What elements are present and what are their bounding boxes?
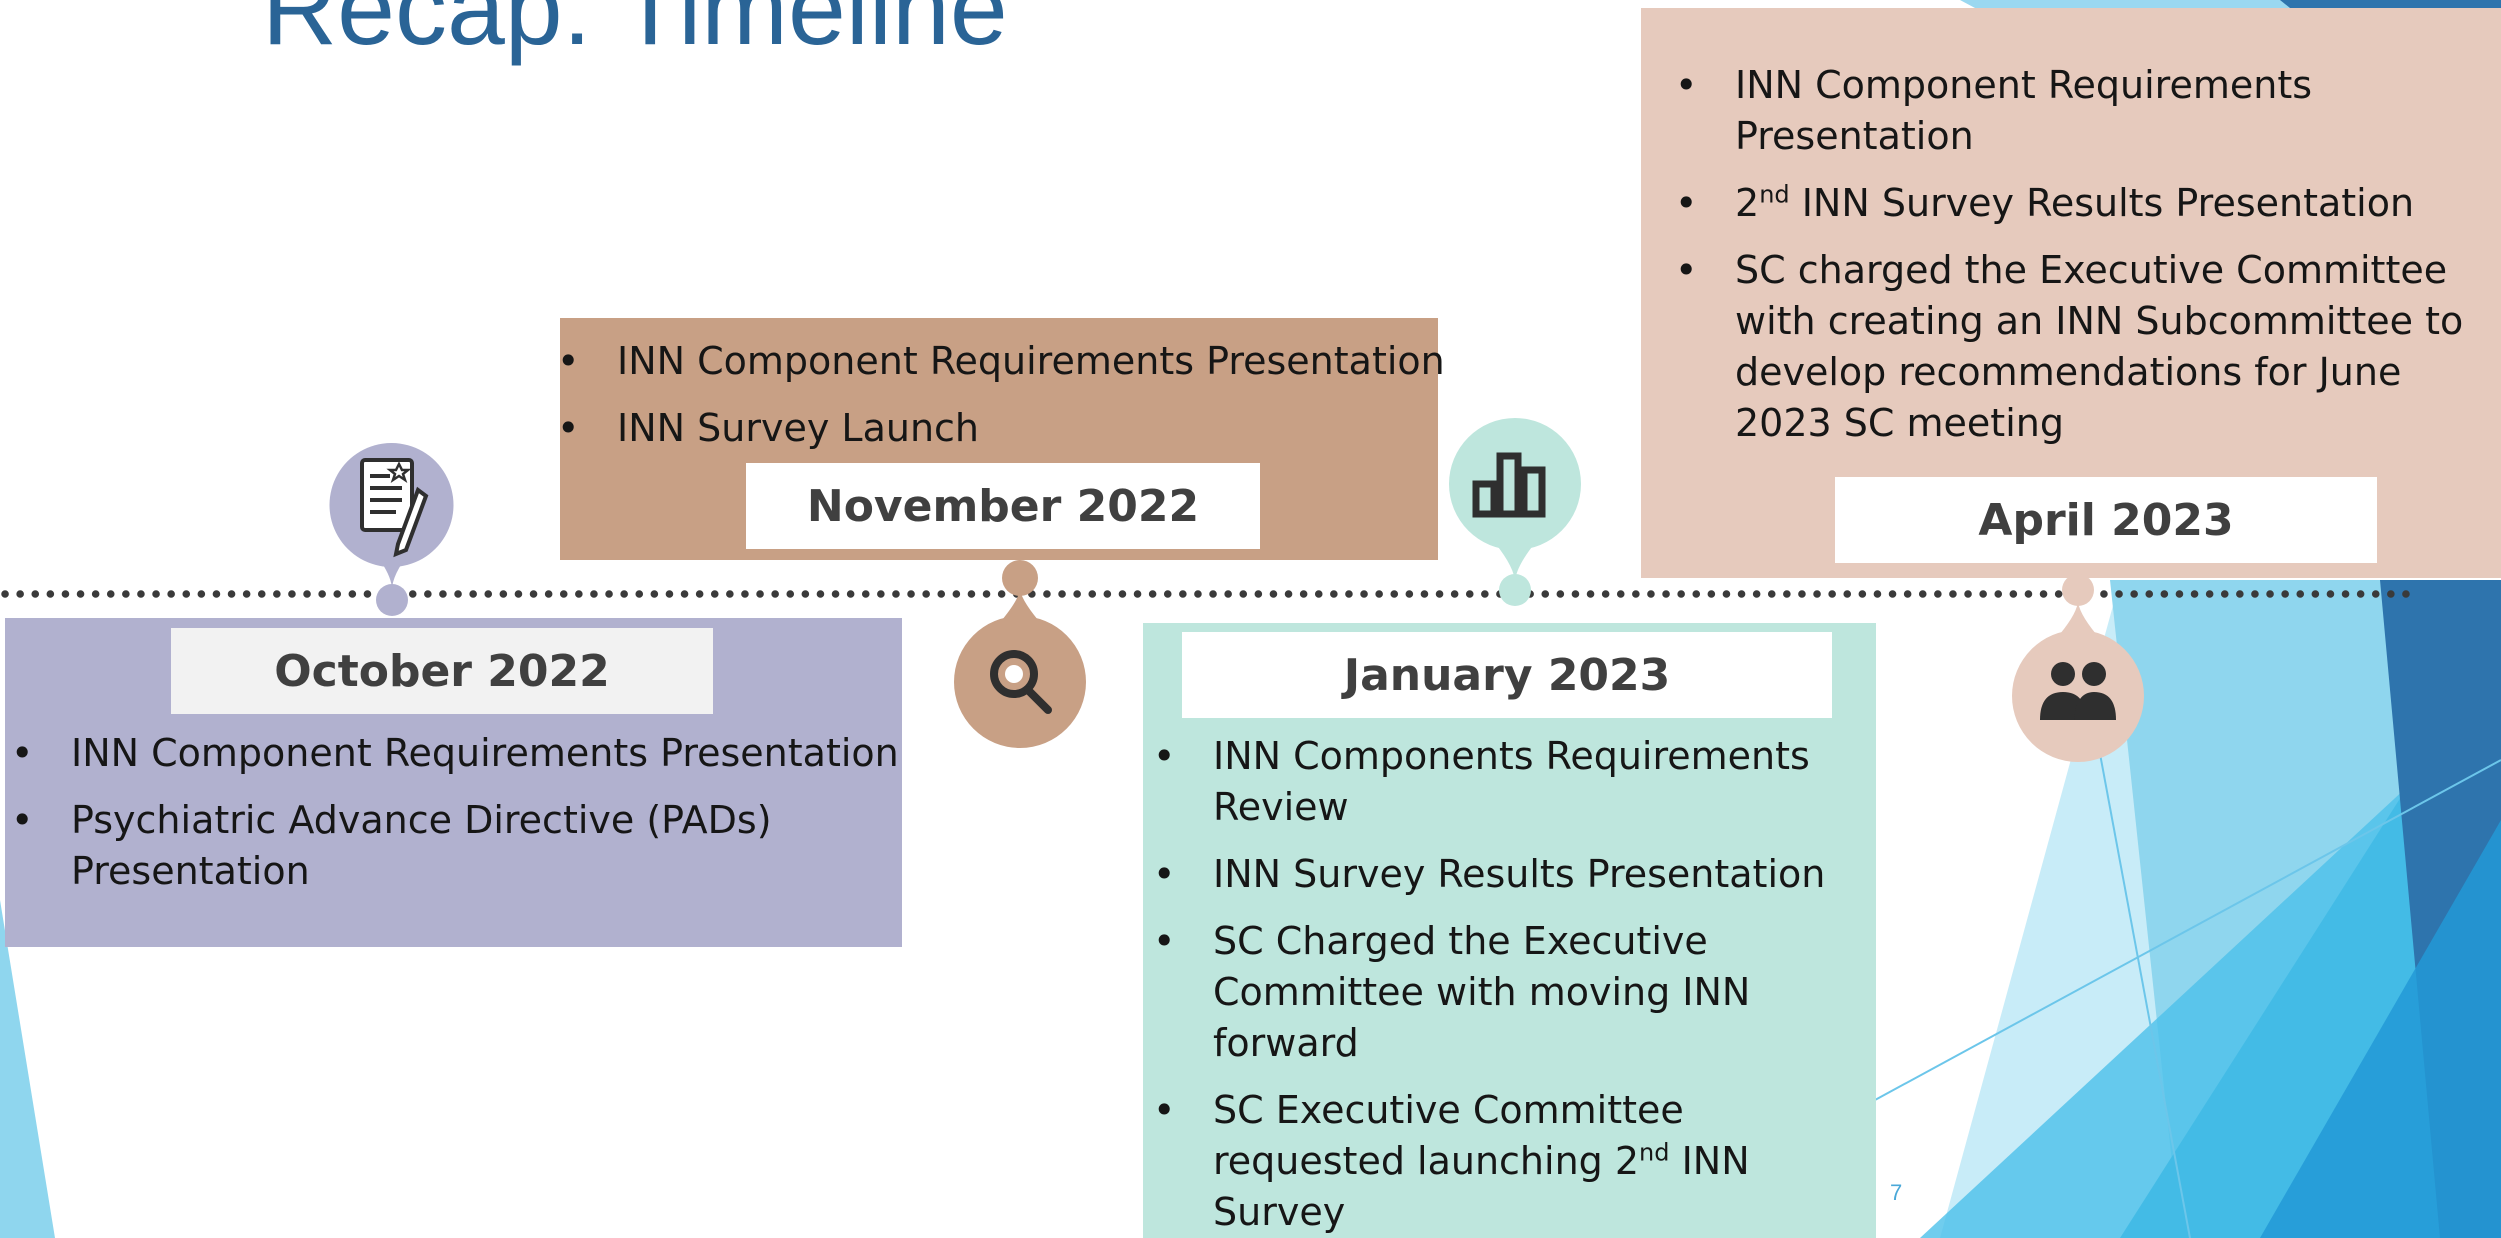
- january-event-box: INN Components Requirements Review INN S…: [1143, 623, 1876, 1238]
- april-item-list: INN Component Requirements Presentation …: [1675, 60, 2495, 449]
- people-icon: [2040, 662, 2116, 720]
- november-item-2: INN Survey Launch: [557, 403, 1517, 454]
- january-item-list: INN Components Requirements Review INN S…: [1153, 731, 1853, 1238]
- document-pencil-icon: [360, 458, 429, 558]
- superscript-suffix: nd: [1759, 180, 1790, 209]
- november-item-1: INN Component Requirements Presentation: [557, 336, 1517, 387]
- bar-chart-icon: [1472, 452, 1546, 518]
- october-item-2: Psychiatric Advance Directive (PADs) Pre…: [11, 795, 831, 897]
- thin-diagonal-line-1: [1874, 759, 2501, 1101]
- october-item-1: INN Component Requirements Presentation: [11, 728, 911, 779]
- january-item-4: SC Executive Committee requested launchi…: [1153, 1085, 1813, 1238]
- april-item-1: INN Component Requirements Presentation: [1675, 60, 2355, 162]
- april-item-3: SC charged the Executive Committee with …: [1675, 245, 2495, 449]
- january-date-label: January 2023: [1182, 632, 1832, 718]
- magnifying-glass-icon: [990, 650, 1052, 714]
- october-date-label: October 2022: [171, 628, 713, 714]
- left-accent-triangle: [0, 900, 55, 1238]
- slide-title: Recap: Timeline: [262, 0, 1008, 67]
- top-right-shape-dark: [2280, 0, 2501, 8]
- january-item-3: SC Charged the Executive Committee with …: [1153, 916, 1813, 1069]
- april-pin: [2012, 574, 2144, 762]
- november-item-list: INN Component Requirements Presentation …: [557, 336, 1517, 454]
- april-item-2: 2nd INN Survey Results Presentation: [1675, 178, 2495, 229]
- superscript-suffix: nd: [1639, 1138, 1670, 1167]
- april-date-label: April 2023: [1835, 477, 2377, 563]
- october-item-list: INN Component Requirements Presentation …: [11, 728, 911, 897]
- october-pin: [329, 443, 454, 616]
- thin-diagonal-line-2: [2089, 699, 2191, 1238]
- january-item-1: INN Components Requirements Review: [1153, 731, 1853, 833]
- november-pin: [954, 560, 1086, 748]
- november-date-label: November 2022: [746, 463, 1260, 549]
- november-event-box: INN Component Requirements Presentation …: [557, 318, 1445, 560]
- january-item-2: INN Survey Results Presentation: [1153, 849, 1853, 900]
- bottom-right-shape-6: [2260, 820, 2501, 1238]
- page-number: 7: [1890, 1180, 1903, 1205]
- january-pin: [1449, 418, 1581, 606]
